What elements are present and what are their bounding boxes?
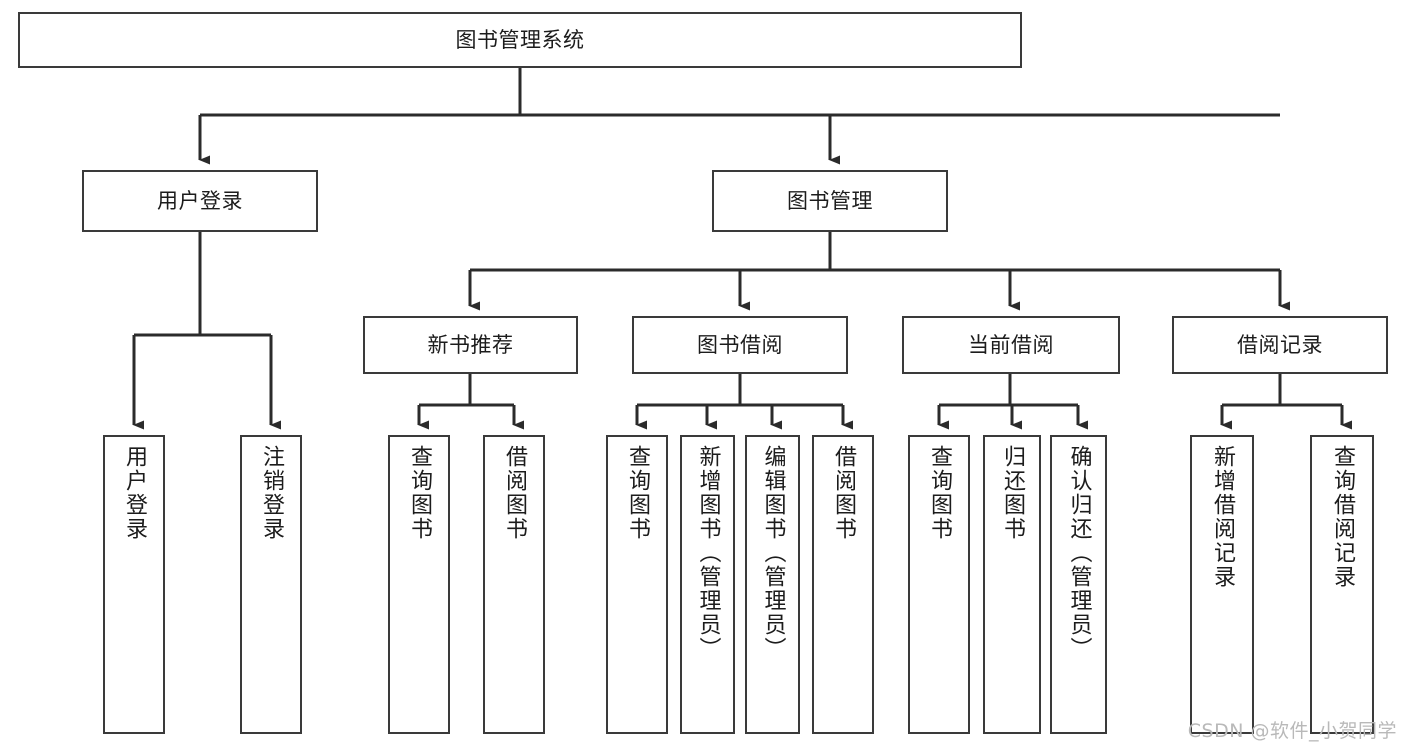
- leaf-add-borrow-record-label: 新增借阅记录: [1209, 445, 1235, 589]
- node-borrow-record[interactable]: 借阅记录: [1172, 316, 1388, 374]
- leaf-return-book-label: 归还图书: [999, 445, 1025, 541]
- leaf-query-book-recommend[interactable]: 查询图书: [388, 435, 450, 734]
- leaf-user-login[interactable]: 用户登录: [103, 435, 165, 734]
- node-new-book-recommend-label: 新书推荐: [427, 332, 514, 357]
- leaf-query-book-recommend-label: 查询图书: [406, 445, 432, 541]
- node-user-login-label: 用户登录: [157, 188, 243, 213]
- leaf-edit-book-admin-label: 编辑图书（管理员）: [760, 445, 786, 661]
- leaf-query-book-current[interactable]: 查询图书: [908, 435, 970, 734]
- leaf-user-login-label: 用户登录: [121, 445, 147, 541]
- node-root[interactable]: 图书管理系统: [18, 12, 1022, 68]
- leaf-borrow-book[interactable]: 借阅图书: [812, 435, 874, 734]
- node-borrow-record-label: 借阅记录: [1237, 332, 1323, 357]
- leaf-add-book-admin[interactable]: 新增图书（管理员）: [680, 435, 735, 734]
- leaf-logout[interactable]: 注销登录: [240, 435, 302, 734]
- leaf-borrow-book-label: 借阅图书: [830, 445, 856, 541]
- leaf-query-borrow-record-label: 查询借阅记录: [1329, 445, 1355, 589]
- node-book-borrow-label: 图书借阅: [697, 332, 783, 357]
- node-user-login[interactable]: 用户登录: [82, 170, 318, 232]
- leaf-confirm-return-admin-label: 确认归还（管理员）: [1066, 445, 1092, 661]
- node-book-management[interactable]: 图书管理: [712, 170, 948, 232]
- leaf-borrow-book-recommend-label: 借阅图书: [501, 445, 527, 541]
- leaf-add-borrow-record[interactable]: 新增借阅记录: [1190, 435, 1254, 734]
- leaf-query-book-current-label: 查询图书: [926, 445, 952, 541]
- leaf-return-book[interactable]: 归还图书: [983, 435, 1041, 734]
- node-root-label: 图书管理系统: [455, 27, 585, 52]
- leaf-query-borrow-record[interactable]: 查询借阅记录: [1310, 435, 1374, 734]
- node-book-borrow[interactable]: 图书借阅: [632, 316, 848, 374]
- node-new-book-recommend[interactable]: 新书推荐: [363, 316, 578, 374]
- leaf-query-book[interactable]: 查询图书: [606, 435, 668, 734]
- node-book-management-label: 图书管理: [787, 188, 873, 213]
- node-current-borrow[interactable]: 当前借阅: [902, 316, 1120, 374]
- leaf-logout-label: 注销登录: [258, 445, 284, 541]
- leaf-borrow-book-recommend[interactable]: 借阅图书: [483, 435, 545, 734]
- leaf-add-book-admin-label: 新增图书（管理员）: [695, 445, 721, 661]
- leaf-edit-book-admin[interactable]: 编辑图书（管理员）: [745, 435, 800, 734]
- leaf-query-book-label: 查询图书: [624, 445, 650, 541]
- node-current-borrow-label: 当前借阅: [968, 332, 1054, 357]
- leaf-confirm-return-admin[interactable]: 确认归还（管理员）: [1050, 435, 1107, 734]
